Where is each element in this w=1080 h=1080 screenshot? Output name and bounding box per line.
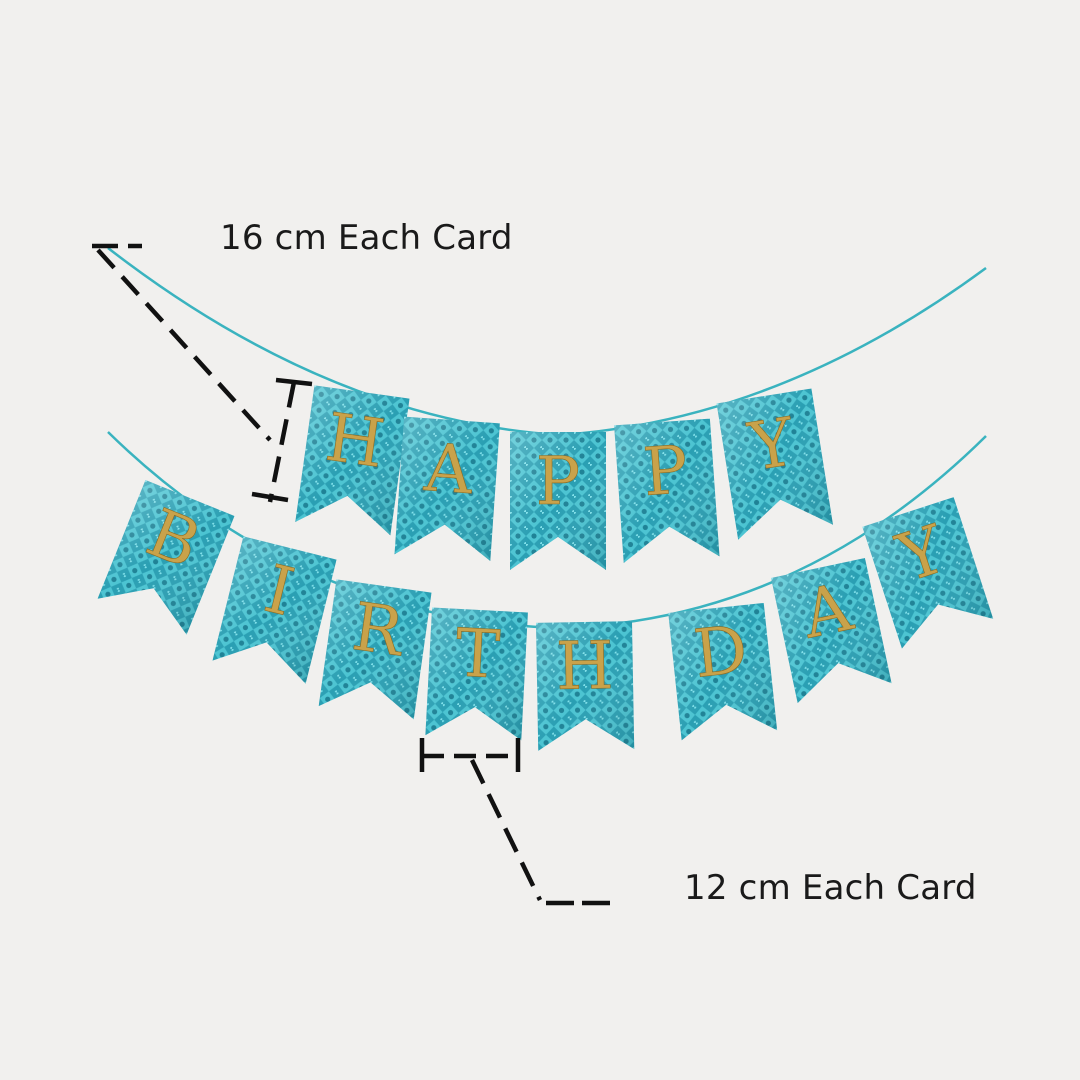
flag-letter: H — [321, 399, 389, 483]
flag-letter: A — [421, 429, 476, 509]
banner-flag: B — [97, 480, 235, 635]
banner-flag: A — [394, 416, 500, 562]
banner-flag: A — [771, 558, 892, 704]
banner-flag: R — [318, 579, 432, 720]
banner-flag: D — [668, 602, 778, 741]
banner-flag: T — [425, 607, 528, 741]
banner-string-top — [107, 247, 987, 437]
width-annotation-label: 12 cm Each Card — [684, 868, 977, 908]
banner-flag: P — [510, 432, 606, 570]
banner-flag: H — [536, 621, 635, 751]
height-dimension-marker — [92, 243, 313, 503]
flag-letter: D — [690, 611, 751, 693]
banner-flag: Y — [862, 497, 994, 649]
flag-letter: H — [555, 627, 614, 705]
flag-letter: P — [641, 431, 691, 511]
width-dimension-marker — [419, 738, 610, 906]
height-annotation-label: 16 cm Each Card — [220, 218, 513, 258]
banner-flag: H — [295, 385, 410, 536]
flag-letter: P — [536, 443, 580, 520]
banner-flag: I — [212, 536, 337, 684]
banner-flag: P — [614, 418, 720, 564]
banner-flag: Y — [716, 388, 833, 540]
flag-letter: T — [454, 614, 502, 693]
